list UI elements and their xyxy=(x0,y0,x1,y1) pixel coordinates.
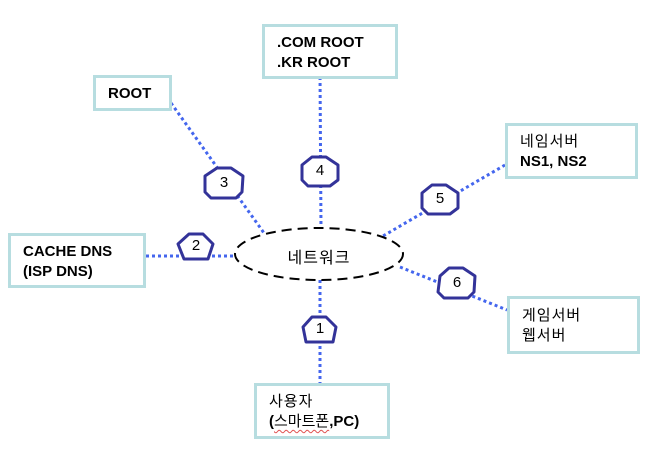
step-number-5: 5 xyxy=(435,190,445,207)
web-server-label: 웹서버 xyxy=(522,327,567,344)
link-com-root xyxy=(318,70,323,230)
game-server-label: 게임서버 xyxy=(522,307,582,324)
nameserver-label: 네임서버 xyxy=(520,133,580,150)
step-number-3: 3 xyxy=(219,174,229,191)
root-label: ROOT xyxy=(108,85,152,102)
network-label: 네트워크 xyxy=(287,250,351,267)
step-number-4: 4 xyxy=(315,162,325,179)
link-gameserver xyxy=(399,265,508,312)
kr-root-label: .KR ROOT xyxy=(277,54,351,71)
step-badge-6 xyxy=(436,266,477,300)
step-badge-5 xyxy=(420,183,460,216)
root-box: ROOT xyxy=(93,75,172,111)
com-kr-root-box: .COM ROOT .KR ROOT xyxy=(262,24,398,79)
isp-dns-label: (ISP DNS) xyxy=(23,263,93,280)
pc-text: ,PC) xyxy=(329,413,360,430)
cache-dns-label: CACHE DNS xyxy=(23,243,113,260)
user-device-label: (스마트폰,PC) xyxy=(269,412,387,432)
step-number-1: 1 xyxy=(315,320,325,337)
step-badge-4 xyxy=(300,155,340,188)
step-badge-3 xyxy=(203,166,245,200)
step-number-2: 2 xyxy=(191,237,201,254)
step-badge-1 xyxy=(301,315,338,344)
nameserver-box: 네임서버 NS1, NS2 xyxy=(505,123,638,179)
step-number-6: 6 xyxy=(452,274,462,291)
step-badge-2 xyxy=(176,232,215,261)
user-box: 사용자 (스마트폰,PC) xyxy=(254,383,390,439)
game-web-server-box: 게임서버 웹서버 xyxy=(507,296,640,354)
com-root-label: .COM ROOT xyxy=(277,34,364,51)
cache-dns-box: CACHE DNS (ISP DNS) xyxy=(8,233,146,288)
paren-open: ( xyxy=(269,413,274,430)
network-ellipse xyxy=(234,227,404,281)
smartphone-text: 스마트폰 xyxy=(274,413,330,430)
user-label: 사용자 xyxy=(269,393,314,410)
ns1-ns2-label: NS1, NS2 xyxy=(520,153,587,170)
